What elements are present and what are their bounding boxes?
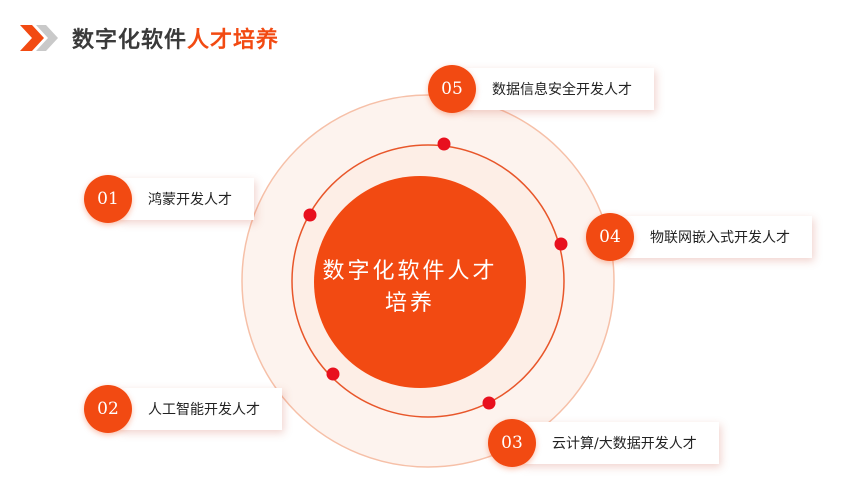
page-title-highlight: 人才培养	[187, 28, 280, 53]
item-label: 人工智能开发人才	[118, 388, 282, 430]
center-label-line1: 数字化软件人才	[322, 259, 498, 284]
item-label: 云计算/大数据开发人才	[522, 422, 719, 464]
item-05: 05 数据信息安全开发人才	[428, 65, 654, 113]
item-number-badge: 05	[428, 65, 476, 113]
title-area: 数字化软件人才培养	[20, 18, 279, 58]
item-label: 物联网嵌入式开发人才	[620, 216, 812, 258]
ring-dot	[303, 208, 317, 222]
item-label: 鸿蒙开发人才	[118, 178, 254, 220]
item-01: 01 鸿蒙开发人才	[84, 175, 254, 223]
center-label: 数字化软件人才 培养	[320, 256, 500, 320]
item-02: 02 人工智能开发人才	[84, 385, 282, 433]
item-number-badge: 02	[84, 385, 132, 433]
ring-dot	[326, 367, 340, 381]
center-circle	[314, 176, 526, 388]
ring-dot	[482, 396, 496, 410]
item-label: 数据信息安全开发人才	[462, 68, 654, 110]
double-chevron-icon	[20, 25, 58, 51]
item-04: 04 物联网嵌入式开发人才	[586, 213, 812, 261]
item-number-badge: 01	[84, 175, 132, 223]
center-label-line2: 培养	[384, 291, 435, 316]
item-number-badge: 03	[488, 419, 536, 467]
ring-dot	[554, 237, 568, 251]
ring-dot	[437, 137, 451, 151]
page-title-prefix: 数字化软件	[72, 28, 188, 53]
page-title: 数字化软件人才培养	[72, 22, 279, 54]
item-03: 03 云计算/大数据开发人才	[488, 419, 719, 467]
item-number-badge: 04	[586, 213, 634, 261]
